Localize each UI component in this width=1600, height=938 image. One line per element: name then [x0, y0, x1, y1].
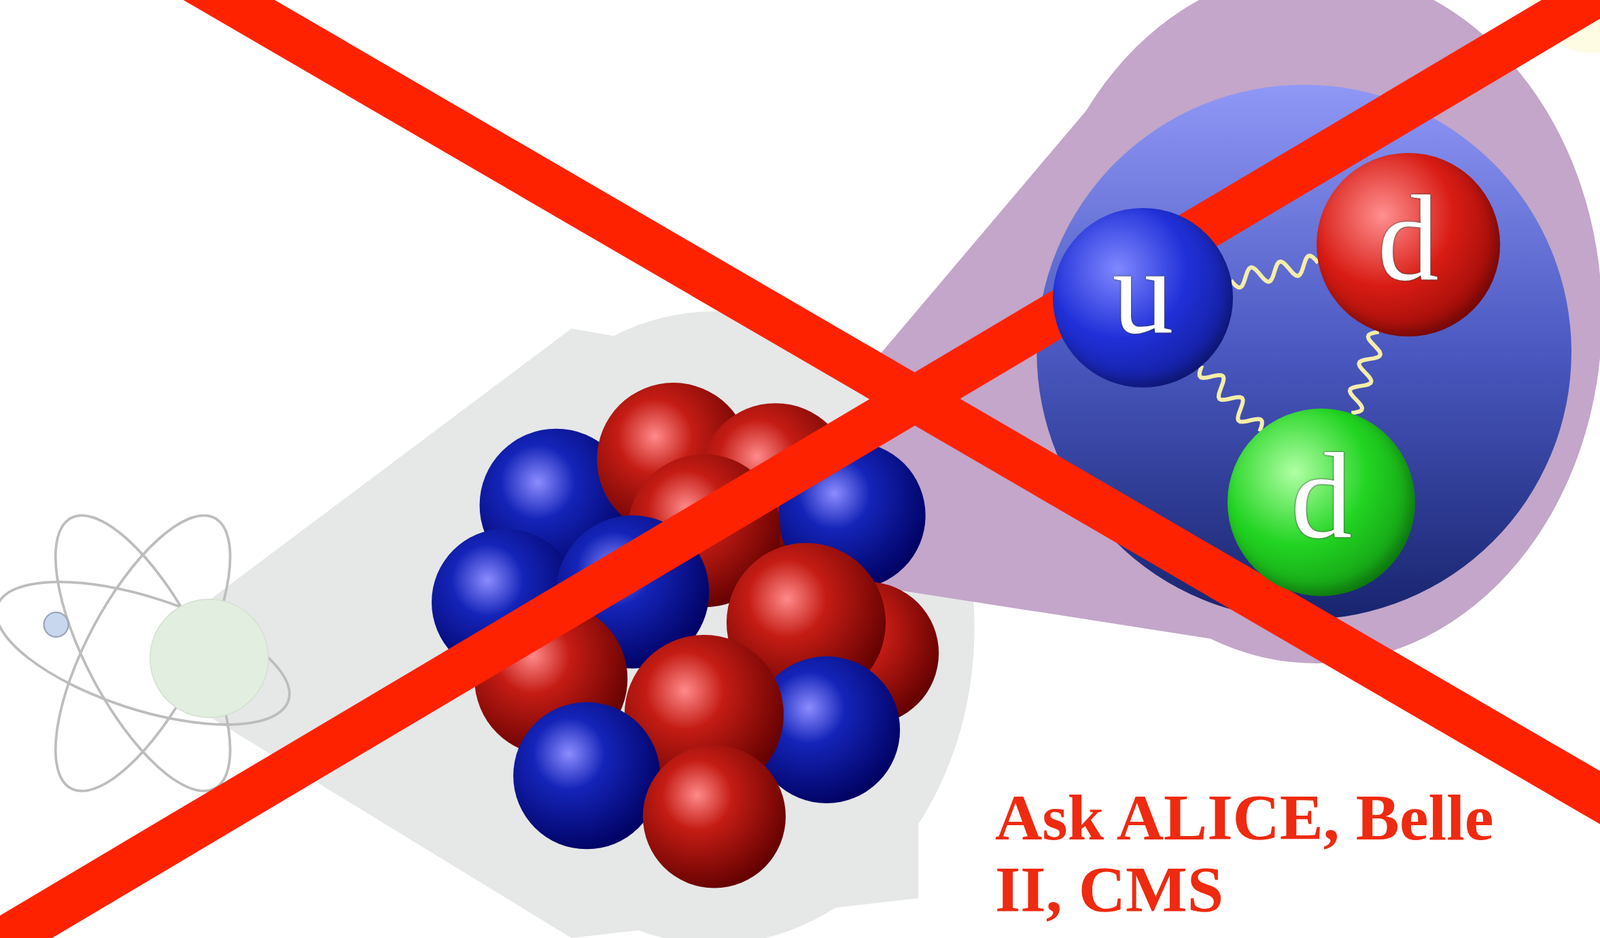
electron: [44, 612, 69, 637]
gluon-line: [1199, 365, 1263, 432]
illustration-part: [642, 744, 786, 888]
atom-nucleus: [150, 598, 269, 718]
quark-circle: d: [1227, 408, 1416, 597]
illustration-part: [1030, 0, 1600, 664]
gluon-line: [1230, 255, 1318, 288]
illustration-part: [513, 702, 660, 849]
experiment-note: Ask ALICE, Belle II, CMS: [995, 781, 1512, 926]
quark-label: d: [1377, 177, 1439, 312]
gluon-line: [1349, 331, 1381, 413]
quark-circle: u: [1052, 207, 1233, 388]
quark-label: d: [1290, 435, 1352, 570]
illustration-part: [0, 552, 306, 754]
quark-circle: d: [1316, 152, 1501, 337]
quark-label: u: [1111, 230, 1174, 365]
